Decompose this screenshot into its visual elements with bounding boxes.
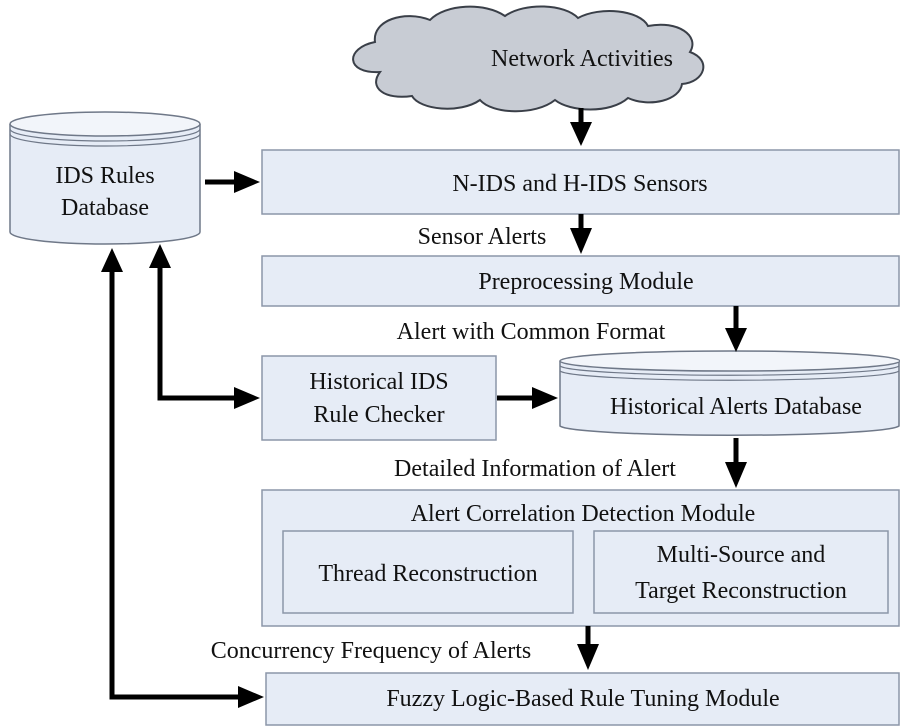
common-format-label: Alert with Common Format [397, 319, 666, 345]
thread-reconstruction-box: Thread Reconstruction [282, 530, 574, 614]
thread-label: Thread Reconstruction [318, 561, 537, 587]
checker-line2: Rule Checker [313, 402, 444, 428]
arrow-sensors-to-preprocessing [570, 214, 592, 254]
arrow-checker-to-historical-db [497, 387, 558, 409]
arrow-correlation-to-fuzzy [577, 626, 599, 670]
sensor-alerts-label: Sensor Alerts [418, 224, 547, 250]
concurrency-label: Concurrency Frequency of Alerts [211, 638, 532, 664]
fuzzy-label: Fuzzy Logic-Based Rule Tuning Module [386, 686, 779, 712]
historical-db-label: Historical Alerts Database [610, 394, 862, 420]
network-activities-cloud: Network Activities [352, 5, 705, 113]
multisource-reconstruction-box: Multi-Source and Target Reconstruction [593, 530, 889, 614]
preprocessing-box: Preprocessing Module [261, 255, 900, 307]
arrow-rulesdb-fuzzy-bidirectional [101, 248, 264, 708]
preprocessing-label: Preprocessing Module [478, 269, 693, 295]
rule-checker-box: Historical IDS Rule Checker [261, 355, 497, 441]
rules-db-line2: Database [61, 195, 149, 221]
fuzzy-tuning-box: Fuzzy Logic-Based Rule Tuning Module [265, 672, 900, 726]
rules-db-line1: IDS Rules [55, 163, 154, 189]
checker-line1: Historical IDS [309, 369, 448, 395]
correlation-module-box: Alert Correlation Detection Module Threa… [261, 489, 900, 627]
arrow-preprocessing-to-historical-db [725, 306, 747, 352]
ids-rules-database: IDS Rules Database [9, 111, 201, 245]
arrow-rulesdb-checker-bidirectional [149, 244, 260, 409]
historical-alerts-database: Historical Alerts Database [559, 350, 900, 436]
multisource-line2: Target Reconstruction [635, 578, 847, 604]
arrow-cloud-to-sensors [570, 108, 592, 146]
sensors-box: N-IDS and H-IDS Sensors [261, 149, 900, 215]
detailed-info-label: Detailed Information of Alert [394, 456, 676, 482]
correlation-label: Alert Correlation Detection Module [411, 501, 756, 527]
cloud-label: Network Activities [491, 46, 673, 72]
multisource-line1: Multi-Source and [657, 542, 826, 568]
arrow-rulesdb-to-sensors [205, 171, 260, 193]
arrow-historical-db-to-correlation [725, 438, 747, 488]
sensors-label: N-IDS and H-IDS Sensors [452, 171, 707, 197]
